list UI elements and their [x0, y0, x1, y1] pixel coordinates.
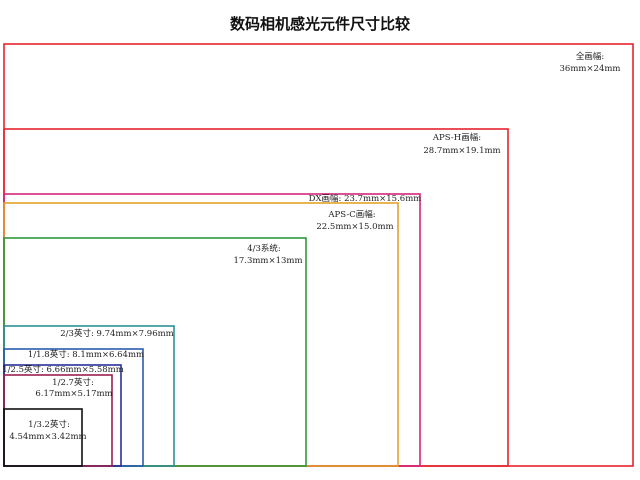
sensor-label-1-2-7-size: 6.17mm×5.17mm [35, 389, 112, 399]
sensor-label-1-2-5-name: 1/2.5英寸: 6.66mm×5.58mm [2, 364, 124, 375]
sensor-label-aps-h-name: APS-H画幅: [432, 132, 481, 143]
sensor-label-aps-c-size: 22.5mm×15.0mm [316, 222, 393, 232]
sensor-label-aps-h-size: 28.7mm×19.1mm [423, 146, 500, 156]
sensor-label-four-thirds-name: 4/3系统: [247, 243, 281, 254]
sensor-label-aps-c-name: APS-C画幅: [327, 209, 375, 220]
sensor-rect-1-3-2 [3, 408, 83, 467]
sensor-label-two-thirds-name: 2/3英寸: 9.74mm×7.96mm [60, 328, 173, 339]
sensor-rect-full-frame [3, 43, 634, 467]
sensor-label-dx-name: DX画幅: 23.7mm×15.6mm [309, 193, 422, 204]
sensor-label-full-frame-size: 36mm×24mm [560, 64, 621, 74]
sensor-label-full-frame-name: 全画幅: [576, 51, 604, 62]
sensor-rect-aps-h [3, 128, 509, 467]
page-title: 数码相机感光元件尺寸比较 [230, 15, 410, 33]
sensor-label-1-3-2-name: 1/3.2英寸: [28, 419, 70, 430]
sensor-label-1-2-7-name: 1/2.7英寸: [52, 377, 94, 388]
sensor-label-1-1-8-name: 1/1.8英寸: 8.1mm×6.64mm [28, 349, 144, 360]
sensor-rectangles [3, 43, 634, 467]
sensor-label-1-3-2-size: 4.54mm×3.42mm [9, 432, 86, 442]
sensor-label-four-thirds-size: 17.3mm×13mm [233, 256, 302, 266]
